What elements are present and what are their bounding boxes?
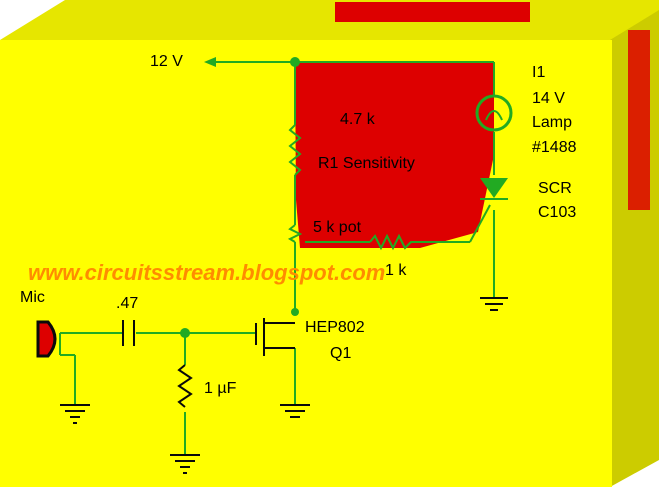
microphone-icon xyxy=(36,320,75,358)
ground-icon xyxy=(60,404,90,424)
ground-icon xyxy=(170,454,200,474)
ground-icon xyxy=(280,404,310,418)
lamp-part-label: #1488 xyxy=(532,139,577,156)
r1-name-label: R1 Sensitivity xyxy=(318,155,415,172)
junction-dot xyxy=(291,308,299,316)
cap2-label: 1 µF xyxy=(204,380,237,397)
scr-type-label: SCR xyxy=(538,180,572,197)
top-face-red-patch xyxy=(335,2,530,22)
side-face-red-patch xyxy=(628,30,650,210)
red-fill-region xyxy=(295,62,494,248)
pot-label: 5 k pot xyxy=(313,219,362,236)
lamp-type-label: Lamp xyxy=(532,114,572,131)
scr-icon xyxy=(480,178,508,200)
r1-value-label: 4.7 k xyxy=(340,111,376,128)
resistor-icon xyxy=(287,224,303,243)
lamp-ref-label: I1 xyxy=(532,64,545,81)
supply-arrow xyxy=(204,57,216,67)
mic-label: Mic xyxy=(20,289,45,306)
watermark-text: www.circuitsstream.blogspot.com xyxy=(28,260,385,285)
transistor-ref-label: Q1 xyxy=(330,345,351,362)
box-top-face xyxy=(0,0,659,40)
junction-dot xyxy=(180,328,190,338)
resistor-icon xyxy=(369,233,418,251)
lamp-icon xyxy=(475,94,513,132)
ground-icon xyxy=(480,297,508,311)
transistor-label: HEP802 xyxy=(305,319,365,336)
junction-dot xyxy=(290,57,300,67)
resistor-icon xyxy=(177,364,193,408)
supply-label: 12 V xyxy=(150,53,183,70)
cap1-label: .47 xyxy=(116,295,138,312)
capacitor-icon xyxy=(122,320,135,346)
transistor-icon xyxy=(255,318,295,356)
resistor-icon xyxy=(288,124,302,176)
scr-part-label: C103 xyxy=(538,204,576,221)
r2-value-label: 1 k xyxy=(385,262,407,279)
lamp-voltage-label: 14 V xyxy=(532,90,565,107)
